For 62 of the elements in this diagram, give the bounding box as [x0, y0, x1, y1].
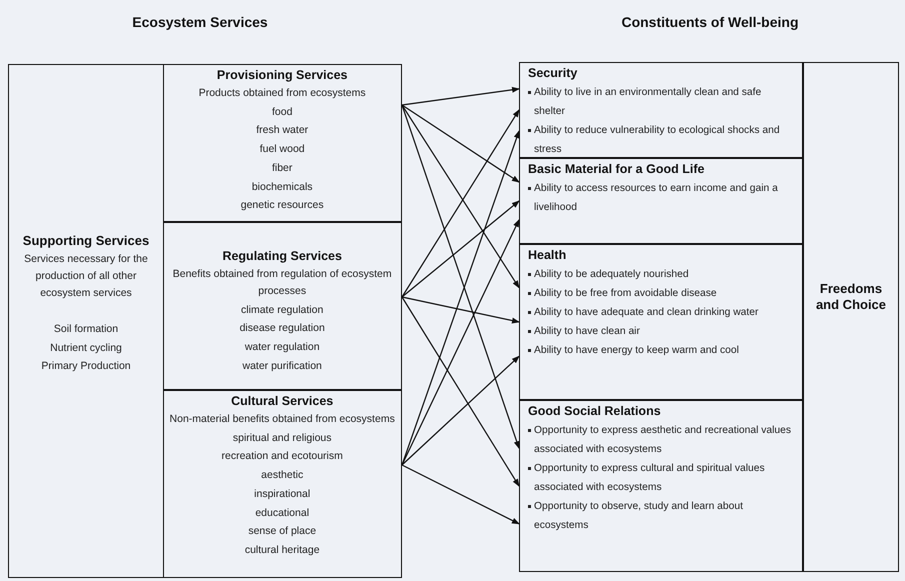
list-item: biochemicals	[250, 180, 314, 195]
arrow	[402, 200, 520, 298]
bullet-text: Opportunity to express cultural and spiritual values associated with ecosystems	[528, 459, 794, 497]
list-item: aesthetic	[260, 468, 304, 484]
text-box	[162, 222, 402, 390]
text-box	[162, 390, 402, 578]
text-box	[519, 158, 803, 244]
list-item: water purification	[242, 358, 323, 374]
list-item: fuel wood	[258, 142, 306, 158]
bullet-text: Ability to reduce vulnerability to ecological shocks and stress	[528, 121, 794, 159]
list-item: Nutrient cycling	[49, 340, 123, 356]
bullet-text: Opportunity to observe, study and learn about ecosystems	[528, 497, 794, 535]
list-item: fiber	[270, 160, 294, 176]
text-box	[519, 62, 803, 158]
bullet-text: Ability to be adequately nourished	[528, 265, 794, 284]
list-item: sense of place	[247, 524, 318, 540]
list-item: recreation and ecotourism	[220, 449, 344, 464]
list-item: spiritual and religious	[232, 430, 332, 446]
list-item: climate regulation	[240, 302, 324, 318]
text-box	[8, 64, 402, 578]
bullet-text: Ability to have energy to keep warm and cool	[528, 341, 794, 360]
arrow	[401, 219, 520, 466]
text-box	[803, 62, 899, 572]
list-item: Soil formation	[52, 322, 120, 337]
box-heading: Cultural Services	[230, 394, 334, 409]
text-box	[519, 400, 803, 572]
list-item: Primary Production	[40, 359, 132, 374]
box-heading: Good Social Relations	[528, 404, 662, 419]
arrow	[402, 356, 520, 466]
box-heading: Freedoms and Choice	[814, 281, 888, 313]
column-heading: Constituents of Well-being	[620, 14, 800, 30]
text-box	[162, 64, 402, 222]
list-item: fresh water	[255, 123, 310, 138]
arrow	[402, 464, 520, 524]
box-heading: Supporting Services	[22, 233, 150, 249]
list-item: educational	[254, 506, 310, 520]
box-heading: Regulating Services	[221, 248, 343, 264]
arrow	[402, 296, 520, 324]
list-item: disease regulation	[238, 321, 326, 336]
bullet-text: Opportunity to express aesthetic and recreational values associated with ecosystems	[528, 421, 794, 459]
bullet-text: Ability to access resources to earn income and gain a livelihood	[528, 179, 794, 217]
column-heading: Ecosystem Services	[131, 14, 269, 30]
list-item: food	[270, 104, 294, 120]
box-heading: Health	[528, 248, 568, 263]
description-text: Products obtained from ecosystems	[198, 86, 367, 101]
arrow	[402, 104, 520, 183]
list-item: cultural heritage	[244, 542, 321, 558]
box-heading: Provisioning Services	[216, 68, 348, 83]
bullet-text: Ability to be free from avoidable disease	[528, 284, 794, 303]
bullet-text: Ability to have adequate and clean drinking water	[528, 303, 794, 322]
description-text: Non-material benefits obtained from ecosystems	[168, 412, 396, 427]
box-heading: Security	[528, 66, 578, 81]
description-text: Services necessary for the production of all other ecosystem services	[23, 252, 149, 301]
list-item: water regulation	[244, 340, 321, 356]
box-heading: Basic Material for a Good Life	[528, 162, 706, 177]
bullet-text: Ability to have clean air	[528, 322, 794, 341]
bullet-text: Ability to live in an environmentally clean and safe shelter	[528, 83, 794, 121]
arrow	[401, 296, 520, 487]
arrow	[402, 86, 520, 106]
text-box	[519, 244, 803, 400]
list-item: inspirational	[253, 486, 312, 502]
list-item: genetic resources	[240, 198, 325, 214]
